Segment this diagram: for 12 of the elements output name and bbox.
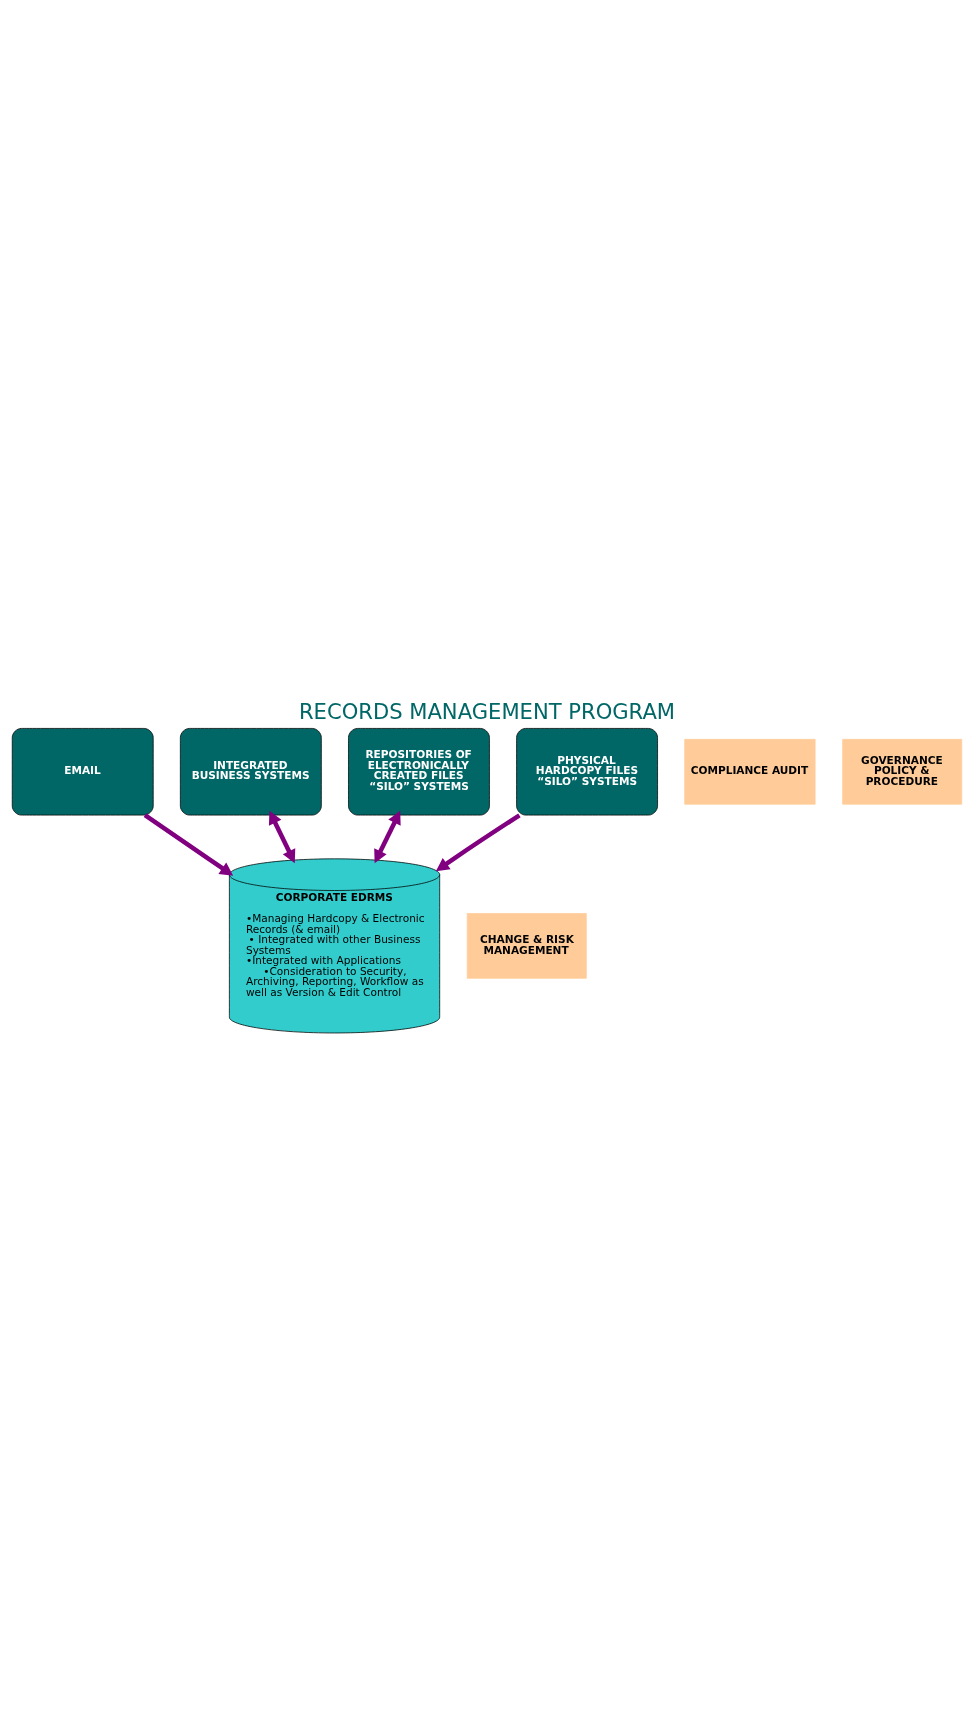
node-box: EMAIL: [11, 727, 154, 815]
arrow: [268, 810, 295, 863]
arrow: [143, 812, 233, 876]
node-box: CHANGE & RISK MANAGEMENT: [466, 912, 587, 979]
diagram-title: RECORDS MANAGEMENT PROGRAM: [298, 698, 675, 724]
node-box: REPOSITORIES OF ELECTRONICALLY CREATED FILES “SILO” SYSTEMS: [347, 727, 490, 815]
arrow: [435, 812, 521, 871]
node-box: GOVERNANCE POLICY & PROCEDURE: [841, 738, 962, 805]
node-box: INTEGRATED BUSINESS SYSTEMS: [179, 727, 322, 815]
arrow: [373, 810, 401, 863]
node-box: COMPLIANCE AUDIT: [683, 738, 815, 805]
node-box: PHYSICAL HARDCOPY FILES “SILO” SYSTEMS: [515, 727, 658, 815]
